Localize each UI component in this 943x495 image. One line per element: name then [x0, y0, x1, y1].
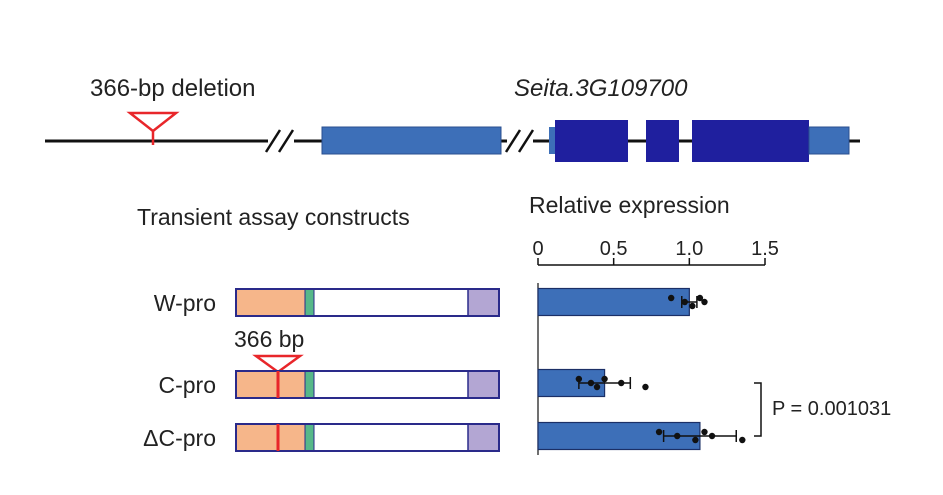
exon-3 — [692, 120, 809, 162]
data-point — [696, 294, 704, 302]
promoter-box — [236, 424, 305, 451]
row-label: W-pro — [154, 290, 216, 316]
construct-row: ΔC-pro — [143, 423, 500, 452]
exon-2 — [646, 120, 679, 162]
lavender-box — [468, 424, 499, 451]
constructs-panel: Transient assay constructs W-pro 366 bp … — [137, 204, 500, 452]
axis-break-2 — [504, 124, 535, 158]
data-point — [655, 428, 663, 436]
x-tick-label: 1.0 — [675, 238, 703, 260]
data-point — [575, 375, 583, 383]
white-box — [314, 371, 468, 398]
x-tick-label: 1.5 — [751, 238, 779, 260]
data-point — [681, 298, 688, 306]
data-point — [692, 436, 699, 444]
bar-1 — [537, 287, 690, 317]
construct-outline — [235, 288, 500, 317]
significance-bracket — [754, 382, 762, 437]
p-value-label: P = 0.001031 — [772, 398, 891, 420]
construct-row: C-pro — [158, 370, 500, 399]
data-point — [739, 436, 746, 444]
chart-title: Relative expression — [529, 192, 730, 218]
data-point — [587, 379, 595, 387]
promoter-box — [236, 371, 305, 398]
x-tick-label: 0.5 — [600, 238, 628, 260]
data-point — [701, 428, 708, 436]
green-box — [305, 371, 314, 398]
axis-break-1 — [264, 124, 295, 158]
exon-1 — [555, 120, 628, 162]
expression-chart: Relative expression 0 0.5 1.0 1.5 P = 0.00103… — [529, 192, 891, 455]
white-box — [314, 424, 468, 451]
gene-model: 366-bp deletion Seita.3G109700 — [45, 75, 860, 162]
data-point — [674, 432, 681, 440]
construct-outline — [235, 370, 500, 399]
gene-name: Seita.3G109700 — [514, 75, 688, 102]
deletion-label: 366-bp deletion — [90, 75, 255, 102]
construct-row: W-pro — [154, 288, 500, 317]
data-point — [593, 383, 601, 391]
data-point — [701, 298, 708, 306]
x-tick-label: 0 — [532, 238, 543, 260]
constructs-heading: Transient assay constructs — [137, 204, 410, 230]
data-point — [667, 294, 675, 302]
deletion-marker — [126, 111, 180, 145]
green-box — [305, 289, 314, 316]
insert-label: 366 bp — [234, 326, 304, 352]
construct-outline — [235, 423, 500, 452]
lavender-box — [468, 371, 499, 398]
promoter-box — [236, 289, 305, 316]
white-box — [314, 289, 468, 316]
data-point — [618, 379, 625, 387]
utr-3prime — [808, 126, 850, 155]
data-point — [601, 375, 608, 383]
utr-5prime-small — [549, 127, 555, 154]
row-label: C-pro — [158, 372, 216, 398]
green-box — [305, 424, 314, 451]
data-point — [708, 432, 716, 440]
data-point — [642, 383, 649, 391]
lavender-box — [468, 289, 499, 316]
data-point — [689, 302, 696, 310]
utr-upstream — [321, 126, 502, 155]
row-label: ΔC-pro — [143, 425, 216, 451]
